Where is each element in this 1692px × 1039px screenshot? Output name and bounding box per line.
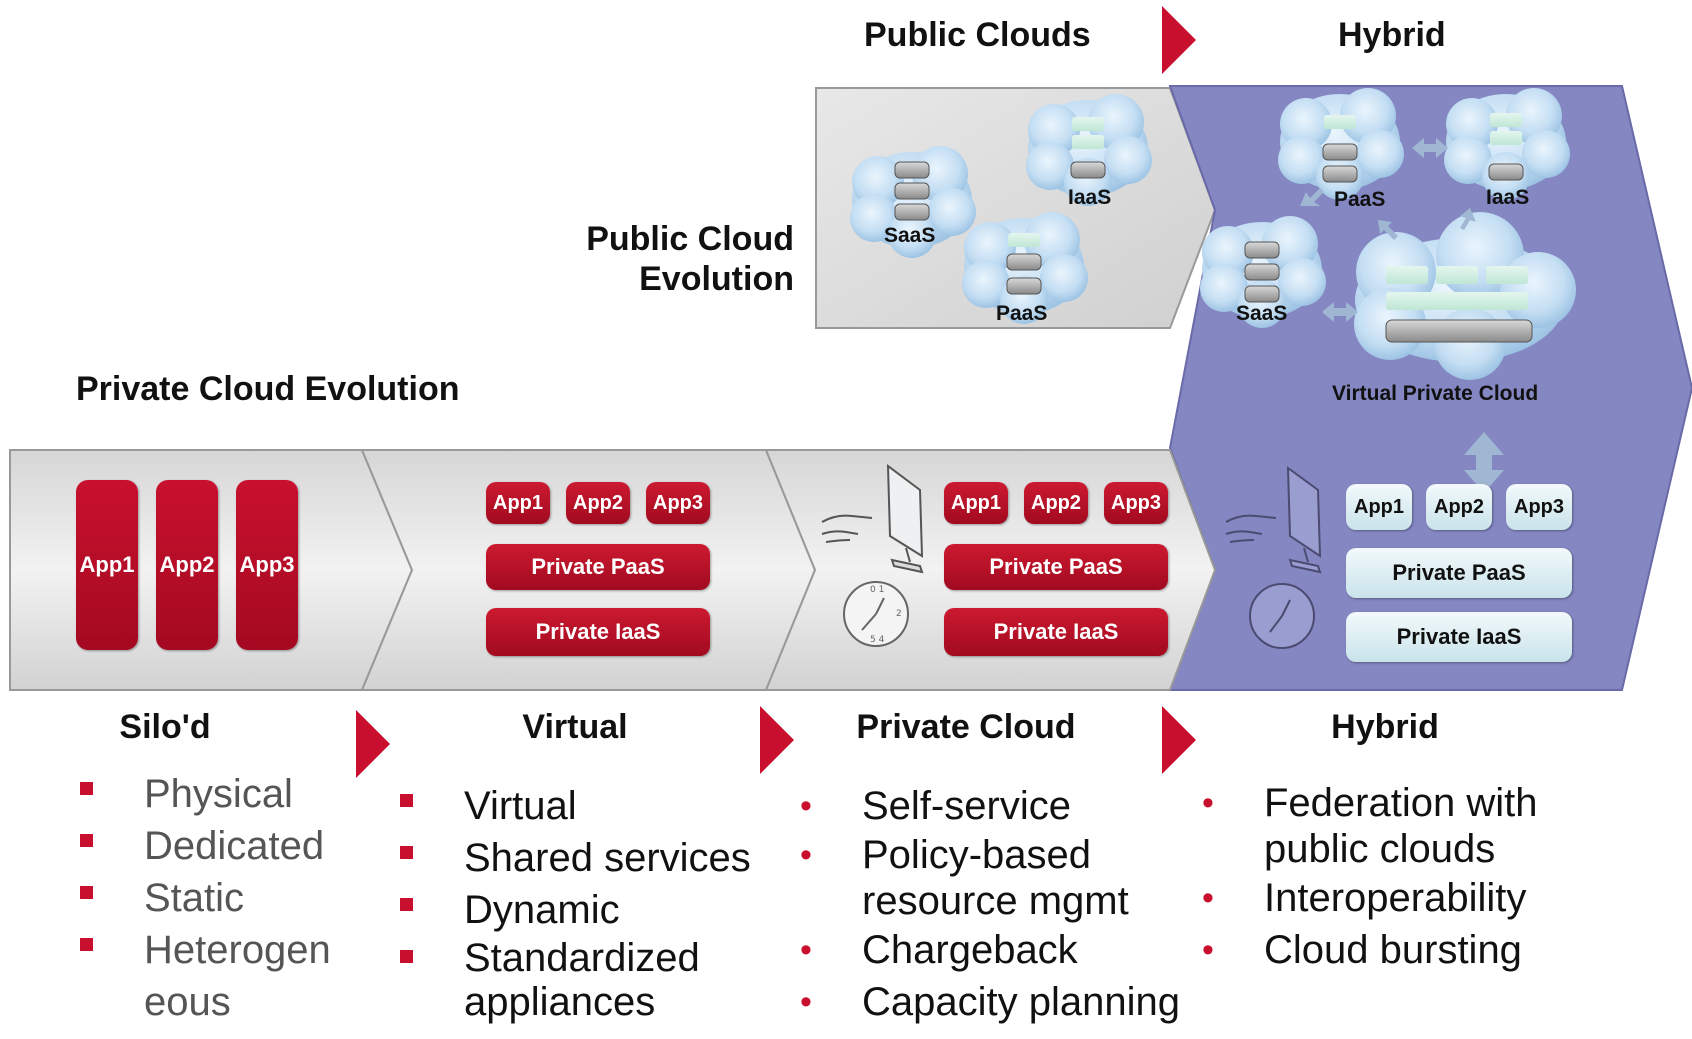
silod-app1: App1 [76, 480, 138, 650]
hybrid-clock-icon [1249, 583, 1315, 649]
virtual-private-cloud-label: Virtual Private Cloud [1332, 382, 1539, 405]
svg-text:0 1: 0 1 [870, 585, 884, 595]
chargeback-clock-icon: 0 1 2 5 4 [843, 581, 909, 647]
virtual-bullet-2: Shared services [398, 832, 778, 884]
hybrid-private-paas: Private PaaS [1346, 548, 1572, 598]
virtual-private-iaas: Private IaaS [486, 608, 710, 656]
private-cloud-bullet-3: Chargeback [796, 924, 1216, 976]
virtual-private-cloud-shape [1354, 212, 1576, 380]
title-public-clouds: Public Clouds [864, 16, 1091, 54]
virtual-bullet-1: Virtual [398, 780, 778, 832]
title-hybrid-top: Hybrid [1338, 16, 1446, 54]
hybrid-connector-arrows [1300, 138, 1504, 493]
hybrid-bullet-3: Cloud bursting [1198, 924, 1618, 976]
title-public-cloud-evolution-2: Evolution [639, 260, 794, 298]
arrow-silod-to-virtual [356, 710, 390, 778]
hybrid-app3: App3 [1506, 484, 1572, 530]
svg-text:5 4: 5 4 [870, 635, 885, 645]
private-cloud-app2: App2 [1024, 482, 1088, 524]
hybrid-private-iaas: Private IaaS [1346, 612, 1572, 662]
public-iaas-label: IaaS [1068, 186, 1112, 209]
stage-title-silod: Silo'd [119, 708, 211, 746]
silod-bullets: Physical Dedicated Static Heterogen eous [78, 768, 388, 1028]
silod-bullet-4: Heterogen eous [78, 924, 344, 1028]
silod-app2: App2 [156, 480, 218, 650]
virtual-app3: App3 [646, 482, 710, 524]
public-saas-label: SaaS [884, 224, 936, 247]
private-cloud-bullet-1: Self-service [796, 780, 1216, 832]
private-cloud-bullet-4: Capacity planning [796, 976, 1216, 1028]
silod-app3: App3 [236, 480, 298, 650]
hybrid-paas-label: PaaS [1334, 188, 1386, 211]
title-private-cloud-evolution: Private Cloud Evolution [76, 370, 460, 408]
virtual-private-paas: Private PaaS [486, 544, 710, 590]
hybrid-bullets: Federation with public clouds Interopera… [1198, 780, 1618, 976]
stage-title-private-cloud: Private Cloud [856, 708, 1076, 746]
private-cloud-bullet-2: Policy-based resource mgmt [796, 832, 1162, 924]
virtual-app1: App1 [486, 482, 550, 524]
stage-title-virtual: Virtual [522, 708, 628, 746]
self-service-monitor-icon [821, 463, 924, 574]
private-cloud-app3: App3 [1104, 482, 1168, 524]
private-cloud-private-paas: Private PaaS [944, 544, 1168, 590]
hybrid-iaas-label: IaaS [1486, 186, 1530, 209]
hybrid-saas-label: SaaS [1236, 302, 1288, 325]
svg-text:2: 2 [896, 609, 902, 619]
arrow-public-to-hybrid [1162, 6, 1196, 74]
arrow-private-to-hybrid [1162, 706, 1196, 774]
virtual-bullet-3: Dynamic [398, 884, 778, 936]
silod-bullet-3: Static [78, 872, 388, 924]
private-cloud-bullets: Self-service Policy-based resource mgmt … [796, 780, 1216, 1028]
arrow-virtual-to-private [760, 706, 794, 774]
hybrid-app1: App1 [1346, 484, 1412, 530]
public-paas-label: PaaS [996, 302, 1048, 325]
virtual-bullets: Virtual Shared services Dynamic Standard… [398, 780, 778, 1024]
private-cloud-private-iaas: Private IaaS [944, 608, 1168, 656]
title-public-cloud-evolution-1: Public Cloud [586, 220, 794, 258]
hybrid-app2: App2 [1426, 484, 1492, 530]
virtual-app2: App2 [566, 482, 630, 524]
hybrid-bullet-1: Federation with public clouds [1198, 780, 1574, 872]
hybrid-monitor-icon [1225, 465, 1322, 574]
silod-bullet-1: Physical [78, 768, 388, 820]
virtual-bullet-4: Standardized appliances [398, 936, 724, 1024]
hybrid-bullet-2: Interoperability [1198, 872, 1618, 924]
private-cloud-app1: App1 [944, 482, 1008, 524]
stage-title-hybrid: Hybrid [1331, 708, 1439, 746]
silod-bullet-2: Dedicated [78, 820, 388, 872]
